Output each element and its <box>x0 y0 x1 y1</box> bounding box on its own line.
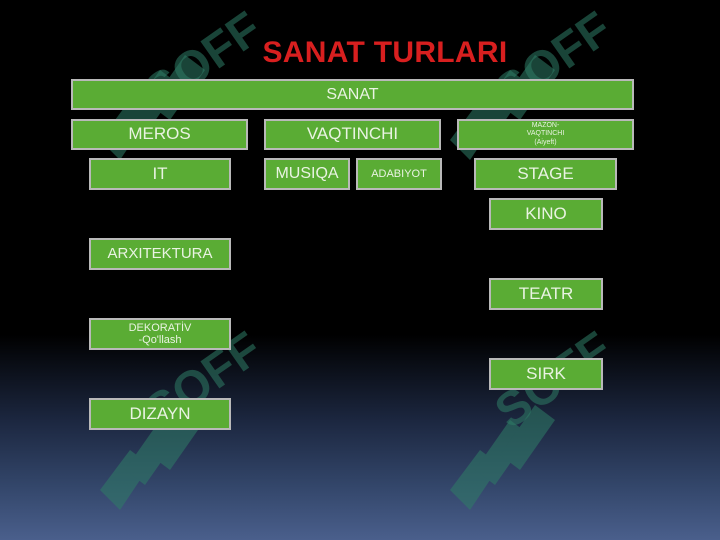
node-arxitektura: ARXITEKTURA <box>89 238 231 270</box>
node-vaqtinchi: VAQTINCHI <box>264 119 441 150</box>
node-meros: MEROS <box>71 119 248 150</box>
watermark-logo: SOFF <box>450 322 621 510</box>
node-dizayn: DIZAYN <box>89 398 231 430</box>
node-adabiyot: ADABIYOT <box>356 158 442 190</box>
node-sirk: SIRK <box>489 358 603 390</box>
node-it: IT <box>89 158 231 190</box>
node-kino: KINO <box>489 198 603 230</box>
node-teatr: TEATR <box>489 278 603 310</box>
node-stage: STAGE <box>474 158 617 190</box>
node-sanat: SANAT <box>71 79 634 110</box>
node-dekorativ: DEKORATİV -Qo'llash <box>89 318 231 350</box>
node-dekorativ-line-1: DEKORATİV <box>128 321 192 334</box>
node-mazon-line-2: VAQTINCHI <box>526 130 565 138</box>
node-dekorativ-line-2: -Qo'llash <box>138 334 182 346</box>
node-mazon-line-1: MAZON- <box>531 122 560 130</box>
page-title: SANAT TURLARI <box>262 36 508 69</box>
node-musiqa: MUSIQA <box>264 158 350 190</box>
node-mazon-vaqtinchi: MAZON- VAQTINCHI (Aiyeft) <box>457 119 634 150</box>
node-mazon-line-3: (Aiyeft) <box>534 138 557 146</box>
